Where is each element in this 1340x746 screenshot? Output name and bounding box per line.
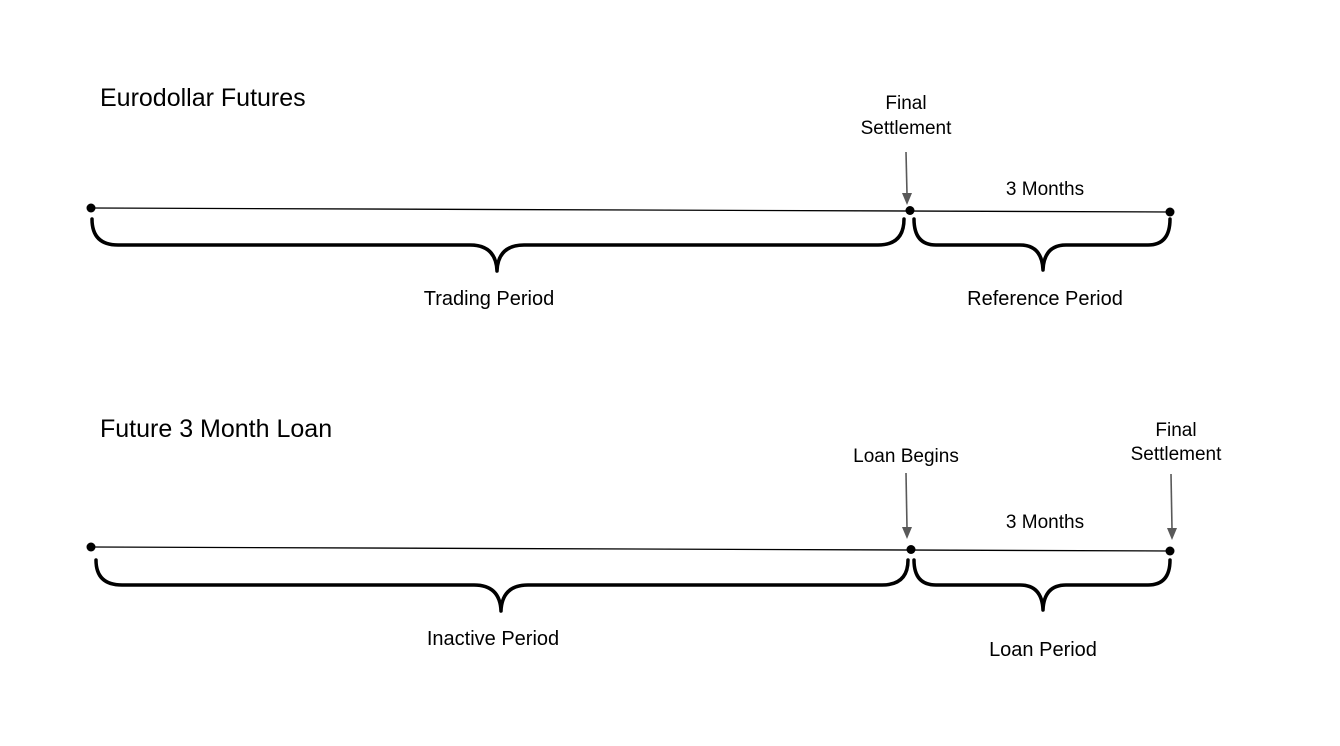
- marker-final-settlement: Final Settlement: [861, 93, 953, 205]
- segment-label-loan-period: Loan Period: [989, 639, 1097, 661]
- marker-arrow-line: [1170, 473, 1173, 530]
- timeline-line: [90, 207, 1171, 213]
- span-label: 3 Months: [1006, 512, 1084, 533]
- brace-loan-period: [912, 558, 1172, 612]
- brace-trading-period: [90, 217, 906, 273]
- timeline-point-loan-begins: [906, 545, 916, 554]
- timeline-line: [90, 546, 1171, 552]
- segment-label-inactive-period: Inactive Period: [427, 628, 559, 650]
- brace-reference-period: [912, 217, 1172, 272]
- marker-arrow-line: [905, 472, 908, 529]
- marker-label-line: Settlement: [1131, 444, 1223, 465]
- marker-label-line: Loan Begins: [853, 446, 959, 467]
- marker-arrow-head: [1167, 528, 1177, 540]
- timeline-future-3-month-loan: Future 3 Month Loan Loan Begins Final Se…: [86, 415, 1223, 661]
- timeline-title: Eurodollar Futures: [100, 84, 306, 112]
- span-label: 3 Months: [1006, 179, 1084, 200]
- marker-arrow-head: [902, 527, 912, 539]
- timeline-point-end: [1165, 207, 1175, 217]
- timeline-point-end: [1165, 546, 1175, 556]
- timeline-point-start: [86, 542, 96, 552]
- timeline-point-start: [86, 203, 96, 213]
- timeline-point-settlement: [905, 206, 915, 215]
- marker-label-line: Settlement: [861, 118, 953, 139]
- timeline-title: Future 3 Month Loan: [100, 415, 332, 443]
- timeline-eurodollar-futures: Eurodollar Futures Final Settlement 3 Mo…: [86, 84, 1175, 310]
- brace-inactive-period: [94, 558, 910, 613]
- marker-arrow-line: [905, 151, 908, 195]
- segment-label-reference-period: Reference Period: [967, 288, 1123, 310]
- marker-label-line: Final: [885, 93, 926, 114]
- marker-label-line: Final: [1155, 420, 1196, 441]
- marker-arrow-head: [902, 193, 912, 205]
- marker-loan-begins: Loan Begins: [853, 446, 959, 539]
- segment-label-trading-period: Trading Period: [424, 288, 554, 310]
- marker-final-settlement: Final Settlement: [1131, 420, 1223, 540]
